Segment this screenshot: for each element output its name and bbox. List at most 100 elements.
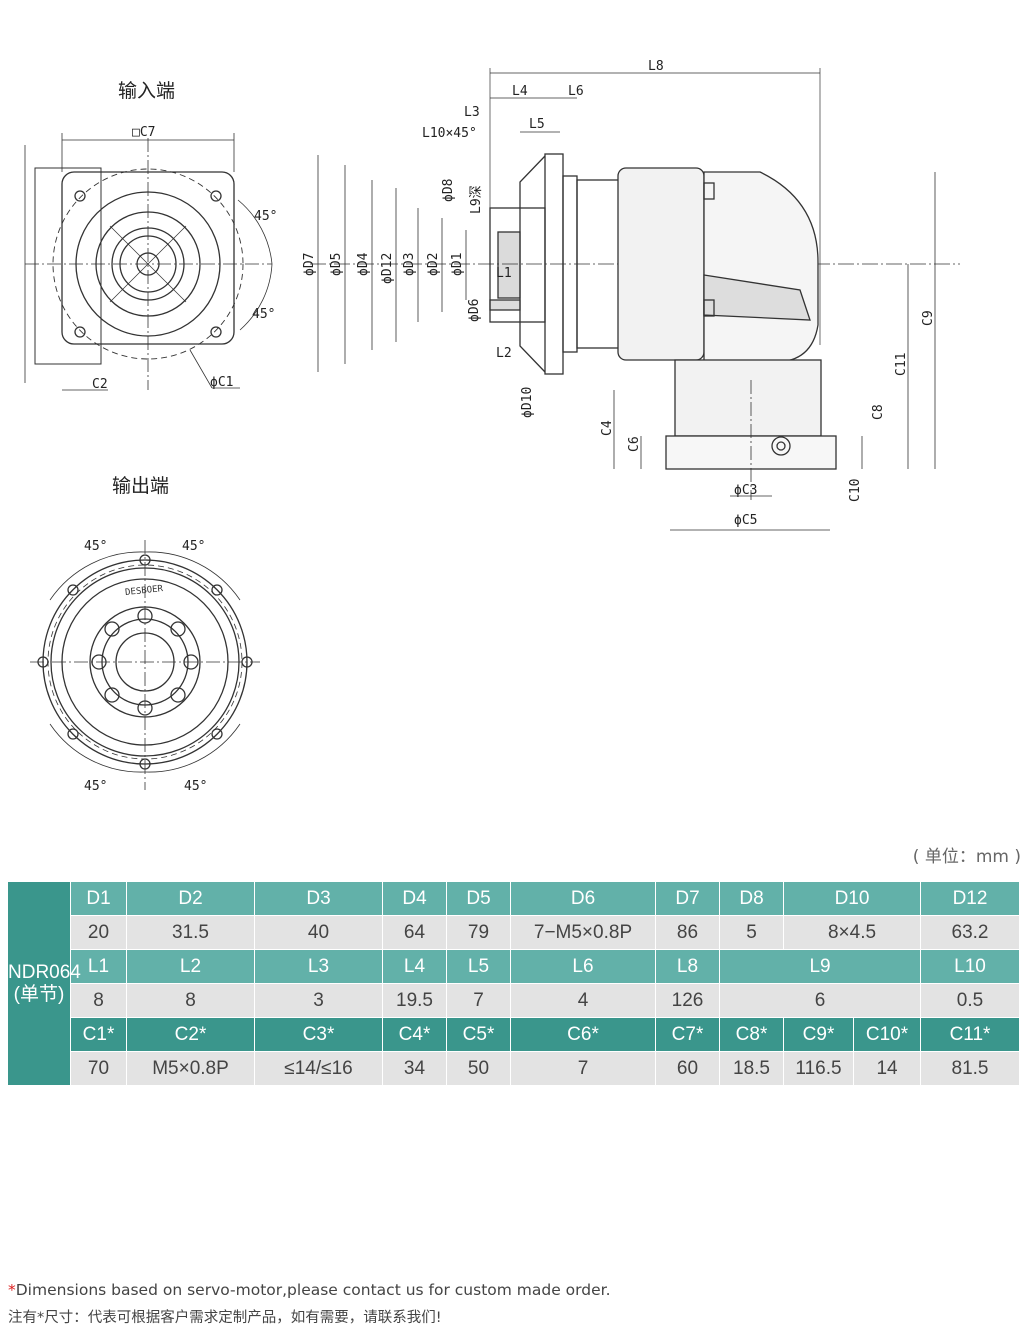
label-angle-45: 45° [84,539,107,554]
label-d7: ϕD7 [302,253,317,276]
table-cell: 60 [655,1051,720,1086]
model-sub: (单节) [13,983,65,1005]
table-header: D1 [70,881,127,916]
table-cell: 6 [718,983,922,1018]
label-angle-45: 45° [182,539,205,554]
header-row-l: L1 L2 L3 L4 L5 L6 L8 L9 L10 [8,949,1020,984]
value-row-l: 8 8 3 19.5 7 4 126 6 0.5 [8,983,1020,1018]
table-header: C2* [126,1017,255,1052]
table-cell: 79 [446,915,511,950]
label-angle-45: 45° [252,307,275,322]
footnote-cn: 注有*尺寸：代表可根据客户需求定制产品，如有需要，请联系我们! [8,1310,442,1326]
unit-note: ( 单位：mm ) [912,847,1021,867]
label-l4: L4 [512,84,528,99]
table-header: L10 [920,949,1020,984]
label-d10: ϕD10 [520,387,535,418]
footnote-star: * [8,1281,16,1299]
label-c6: C6 [627,436,642,452]
label-angle-45: 45° [84,779,107,794]
table-cell: 116.5 [783,1051,854,1086]
table-header: D3 [254,881,383,916]
table-header: L2 [126,949,255,984]
table-cell: 70 [70,1051,127,1086]
label-c7: □C7 [132,125,155,140]
table-cell: 0.5 [920,983,1020,1018]
table-cell: 18.5 [719,1051,784,1086]
header-row-d: NDR064 (单节) D1 D2 D3 D4 D5 D6 D7 D8 D10 … [7,881,1020,1086]
table-cell: 64 [382,915,447,950]
label-c8: C8 [871,404,886,420]
label-angle-45: 45° [184,779,207,794]
table-header: C8* [719,1017,784,1052]
table-header: C11* [920,1017,1020,1052]
table-cell: 8 [70,983,127,1018]
label-l10: L10×45° [422,126,477,141]
label-l6: L6 [568,84,584,99]
table-cell: 8×4.5 [782,915,922,950]
table-header: L8 [655,949,720,984]
table-header: C6* [510,1017,656,1052]
table-cell: 5 [719,915,784,950]
label-d1: ϕD1 [450,253,465,276]
table-cell: 63.2 [920,915,1020,950]
table-header: L6 [510,949,656,984]
label-c9: C9 [921,310,936,326]
label-d12: ϕD12 [380,253,395,284]
footnote-en: *Dimensions based on servo-motor,please … [8,1281,611,1299]
table-header: L4 [382,949,447,984]
label-l9: L9深 [469,185,484,214]
table-cell: 7 [446,983,511,1018]
table-cell: 86 [655,915,720,950]
table-cell: 40 [254,915,383,950]
table-header: L3 [254,949,383,984]
label-c1: ϕC1 [210,375,233,390]
header-row-c: C1* C2* C3* C4* C5* C6* C7* C8* C9* C10*… [8,1017,1020,1052]
label-l5: L5 [529,117,545,132]
output-end-title: 输出端 [112,475,169,497]
table-header: L9 [718,949,922,984]
table-cell: 4 [510,983,656,1018]
label-l1: L1 [496,266,512,281]
table-cell: 8 [126,983,255,1018]
table-cell: 3 [254,983,383,1018]
side-view [310,68,960,531]
table-header: D2 [126,881,255,916]
label-l3: L3 [464,105,480,120]
table-header: D10 [782,881,922,916]
table-cell: 7 [510,1051,656,1086]
value-row-c: 70 M5×0.8P ≤14/≤16 34 50 7 60 18.5 116.5… [8,1051,1020,1086]
label-d5: ϕD5 [329,253,344,276]
table-cell: 31.5 [126,915,255,950]
table-cell: M5×0.8P [126,1051,255,1086]
table-cell: 34 [382,1051,447,1086]
label-c3: ϕC3 [734,483,757,498]
table-cell: 19.5 [382,983,447,1018]
label-d6: ϕD6 [467,299,482,322]
label-c5: ϕC5 [734,513,757,528]
input-end-view [24,133,273,391]
table-header: C7* [655,1017,720,1052]
footnote-en-text: Dimensions based on servo-motor,please c… [15,1281,611,1299]
table-header: D6 [510,881,656,916]
label-d2: ϕD2 [426,253,441,276]
output-end-view [30,540,260,790]
table-cell: 50 [446,1051,511,1086]
label-l8: L8 [648,59,664,74]
spec-table: NDR064 (单节) D1 D2 D3 D4 D5 D6 D7 D8 D10 … [7,881,1020,1086]
table-cell: 7−M5×0.8P [510,915,656,950]
label-angle-45: 45° [254,209,277,224]
model-cell: NDR064 (单节) [7,881,81,1086]
table-cell: ≤14/≤16 [254,1051,383,1086]
input-end-title: 输入端 [118,80,175,102]
table-header: C4* [382,1017,447,1052]
table-header: D12 [920,881,1020,916]
value-row-d: 20 31.5 40 64 79 7−M5×0.8P 86 5 8×4.5 63… [8,915,1020,950]
label-c4: C4 [600,420,615,436]
table-cell: 126 [655,983,720,1018]
table-header: C3* [254,1017,383,1052]
label-c10: C10 [848,479,863,502]
label-l2: L2 [496,346,512,361]
technical-drawing: 输入端 输出端 DESBOER □C7 45° 45° C2 ϕC1 45° 4… [24,59,960,794]
table-header: D8 [719,881,784,916]
label-c2: C2 [92,377,108,392]
